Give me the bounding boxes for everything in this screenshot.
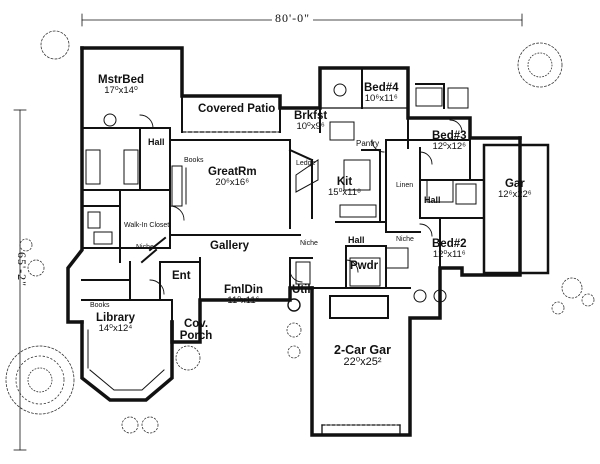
room-dims: 14⁰x12⁴ [98, 323, 133, 335]
room-dims: 17⁰x14⁰ [104, 85, 138, 97]
room-bed3: Bed#3 12⁰x12⁶ [432, 130, 467, 152]
room-kit: Kit 15⁰x11⁸ [328, 176, 361, 198]
note-walk-in-closet: Walk-In Closet [124, 222, 170, 229]
room-covered-patio: Covered Patio [198, 103, 275, 115]
room-name: Bed#2 [432, 238, 467, 250]
room-hall-master: Hall [148, 137, 165, 147]
room-name: Brkfst [294, 110, 328, 122]
room-name: Util [292, 284, 311, 296]
room-mstrbed: MstrBed 17⁰x14⁰ [98, 74, 144, 96]
room-cov-porch: Cov. Porch [176, 318, 216, 342]
note-niche: Niche [396, 236, 414, 243]
room-hall-bed: Hall [424, 195, 441, 205]
room-name: Hall [424, 195, 441, 205]
note-books: Books [90, 302, 110, 309]
room-name: Kit [336, 176, 353, 188]
room-name: Library [96, 312, 135, 324]
room-name: Cov. Porch [179, 318, 213, 343]
note-niche: Niche [300, 240, 318, 247]
note-books: Books [184, 157, 204, 164]
room-name: Pwdr [350, 260, 379, 272]
room-name: Hall [148, 137, 165, 147]
room-name: GreatRm [208, 166, 257, 178]
room-gar: Gar 12⁶x22⁶ [498, 178, 532, 200]
room-greatrm: GreatRm 20⁶x16⁶ [208, 166, 257, 188]
room-name: FmlDin [224, 284, 263, 296]
room-library: Library 14⁰x12⁴ [96, 312, 135, 334]
width-dimension: 80'-0" [272, 11, 314, 26]
room-dims: 10⁰x9⁶ [296, 121, 325, 133]
room-ent: Ent [172, 270, 191, 282]
room-dims: 12⁰x12⁶ [432, 141, 467, 153]
room-name: Ent [172, 270, 191, 282]
room-dims: 20⁶x16⁶ [215, 177, 250, 189]
depth-dimension: 65'-2" [15, 252, 29, 288]
room-name: Hall [348, 235, 365, 245]
note-linen: Linen [396, 182, 414, 189]
room-bed2: Bed#2 12⁰x11⁶ [432, 238, 467, 260]
room-hall-mid: Hall [348, 235, 365, 245]
room-dims: 12⁰x11⁶ [432, 249, 466, 261]
room-dims: 11⁰x11⁶ [227, 295, 260, 307]
room-name: Gallery [210, 240, 249, 252]
room-name: 2-Car Gar [334, 343, 391, 357]
room-name: Covered Patio [198, 103, 276, 115]
garage-walls [482, 143, 550, 275]
room-brkfst: Brkfst 10⁰x9⁶ [294, 110, 327, 132]
room-dims: 12⁶x22⁶ [498, 189, 532, 201]
room-dims: 15⁰x11⁸ [328, 187, 361, 199]
room-two-car-gar: 2-Car Gar 22⁰x25² [334, 343, 391, 369]
room-util: Util [292, 284, 311, 296]
note-ledge: Ledge [296, 160, 316, 167]
room-gallery: Gallery [210, 240, 249, 252]
room-dims: 22⁰x25² [343, 356, 382, 369]
room-name: Gar [504, 178, 525, 190]
room-fmldin: FmlDin 11⁰x11⁶ [224, 284, 263, 306]
note-niche: Niche [136, 244, 154, 251]
room-bed4: Bed#4 10⁶x11⁶ [364, 82, 399, 104]
room-name: Bed#3 [432, 130, 467, 142]
room-dims: 10⁶x11⁶ [364, 93, 398, 105]
room-pwdr: Pwdr [350, 260, 378, 272]
room-name: Bed#4 [364, 82, 399, 94]
tree-icon [5, 30, 595, 434]
note-pantry: Pantry [356, 139, 380, 148]
room-name: MstrBed [98, 74, 145, 86]
